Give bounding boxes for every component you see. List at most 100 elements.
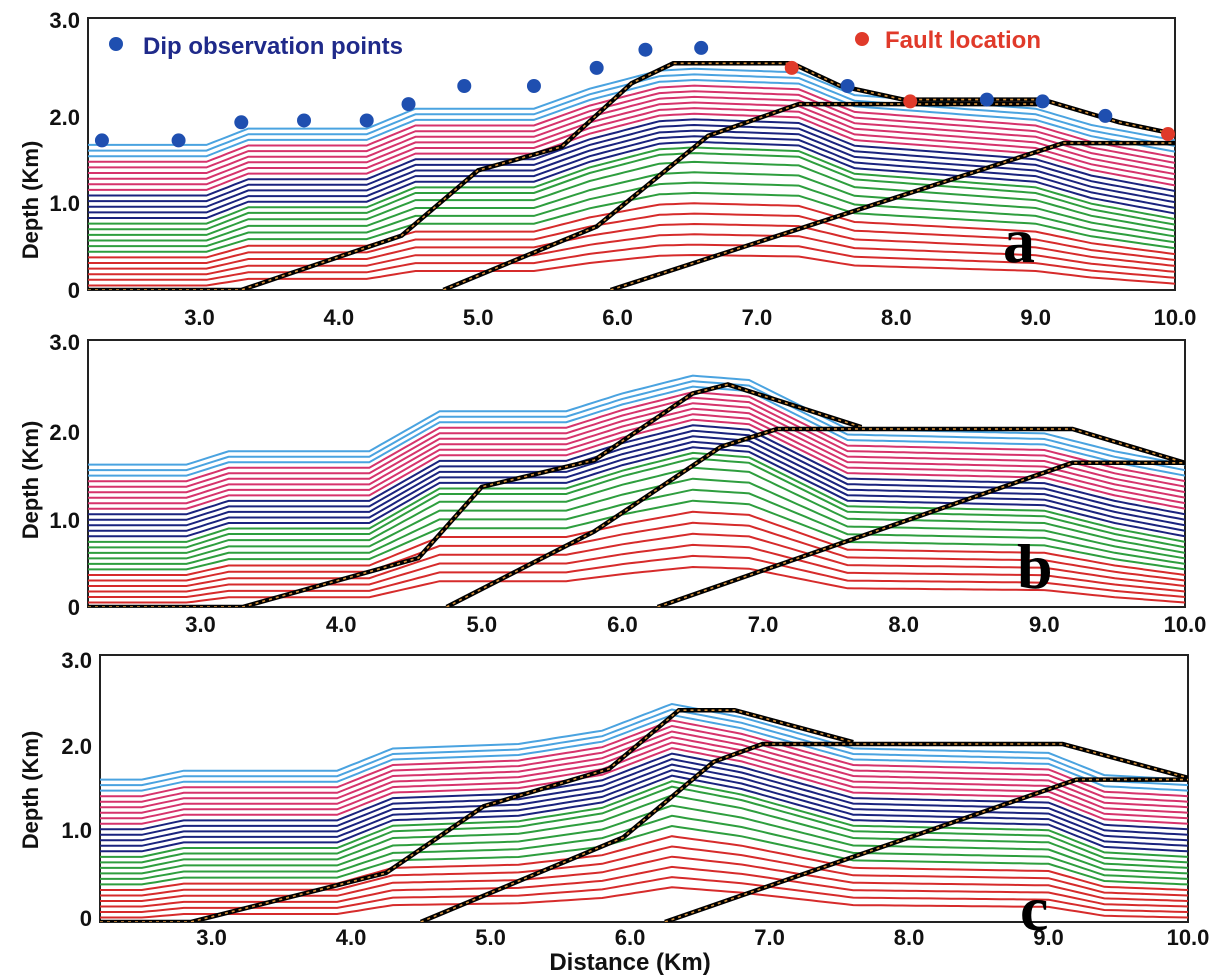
stratum-line	[88, 90, 1175, 169]
stratum-line	[100, 814, 1188, 880]
fault-trace	[656, 460, 1185, 607]
x-tick-label: 5.0	[466, 612, 497, 637]
y-tick-label: 3.0	[49, 330, 80, 355]
stratum-line	[88, 243, 1175, 281]
y-tick-label: 2.0	[49, 105, 80, 130]
dip-observation-point	[979, 92, 994, 107]
stratum-line	[100, 769, 1188, 847]
x-tick-label: 9.0	[1033, 925, 1064, 950]
x-tick-label: 7.0	[754, 925, 785, 950]
fault-legend-label: Fault location	[885, 27, 1041, 54]
stratum-line	[88, 152, 1175, 231]
stratum-line	[100, 865, 1188, 908]
x-tick-label: 6.0	[615, 925, 646, 950]
y-tick-label: 1.0	[49, 508, 80, 533]
strata-b	[88, 374, 1185, 607]
stratum-line	[88, 510, 1185, 576]
stratum-line	[88, 543, 1185, 593]
dip-observation-point	[297, 113, 312, 128]
x-tick-label: 9.0	[1029, 612, 1060, 637]
stratum-line	[88, 135, 1175, 214]
stratum-line	[100, 886, 1188, 919]
stratum-line	[88, 171, 1175, 242]
fault-trace-highlight	[420, 743, 1188, 922]
fault-trace-highlight	[88, 383, 862, 607]
x-tick-label: 10.0	[1167, 925, 1210, 950]
panel-letter-a: a	[1003, 205, 1035, 276]
x-tick-label: 4.0	[324, 305, 355, 330]
stratum-line	[100, 876, 1188, 913]
stratum-line	[100, 747, 1188, 825]
stratum-line	[88, 78, 1175, 158]
dip-legend-marker	[109, 37, 123, 51]
dip-observation-point	[234, 115, 249, 130]
x-tick-label: 8.0	[894, 925, 925, 950]
stratum-line	[88, 402, 1185, 494]
stratum-line	[100, 845, 1188, 897]
x-tick-label: 7.0	[742, 305, 773, 330]
panel-letter-c: c	[1020, 873, 1048, 944]
stratum-line	[88, 466, 1185, 554]
y-tick-label: 3.0	[49, 8, 80, 33]
fault-trace-highlight	[610, 142, 1175, 290]
fault-trace-highlight	[664, 778, 1188, 922]
x-tick-label: 6.0	[602, 305, 633, 330]
y-tick-label: 1.0	[49, 191, 80, 216]
stratum-line	[88, 222, 1175, 270]
stratum-line	[100, 780, 1188, 858]
stratum-line	[88, 146, 1175, 225]
dip-observation-point	[840, 79, 855, 93]
y-tick-label: 3.0	[61, 648, 92, 673]
stratum-line	[88, 112, 1175, 191]
stratum-line	[88, 396, 1185, 488]
stratum-line	[88, 101, 1175, 180]
x-tick-label: 3.0	[196, 925, 227, 950]
stratum-line	[88, 521, 1185, 582]
fault-trace-highlight	[443, 103, 1043, 290]
stratum-line	[100, 741, 1188, 820]
x-axis-label: Distance (Km)	[549, 949, 710, 976]
stratum-line	[100, 702, 1188, 781]
stratum-line	[88, 457, 1185, 549]
stratum-line	[88, 407, 1185, 499]
x-tick-label: 4.0	[336, 925, 367, 950]
stratum-line	[100, 774, 1188, 853]
stratum-line	[100, 794, 1188, 869]
stratum-line	[100, 804, 1188, 875]
dip-observation-point	[457, 79, 472, 93]
dip-observation-point	[589, 60, 604, 75]
stratum-line	[88, 107, 1175, 186]
y-tick-label: 2.0	[61, 734, 92, 759]
y-axis-label-c: Depth (Km)	[18, 731, 43, 850]
stratum-line	[88, 532, 1185, 587]
stratum-line	[88, 181, 1175, 248]
stratum-line	[88, 212, 1175, 264]
dip-observation-point	[1035, 94, 1050, 109]
dip-observation-point	[638, 42, 653, 57]
stratum-line	[88, 140, 1175, 219]
x-tick-label: 3.0	[185, 612, 216, 637]
panel-letter-b: b	[1017, 531, 1053, 602]
y-axis-label-a: Depth (Km)	[18, 141, 43, 260]
stratum-line	[88, 435, 1185, 527]
stratum-line	[88, 385, 1185, 477]
strata-a	[88, 61, 1175, 290]
dip-observation-point	[694, 40, 709, 55]
stratum-line	[100, 855, 1188, 902]
strata-c	[100, 702, 1188, 922]
x-tick-label: 6.0	[607, 612, 638, 637]
stratum-line	[88, 391, 1185, 483]
fault-trace	[445, 426, 1185, 607]
stratum-line	[88, 123, 1175, 203]
x-tick-label: 8.0	[888, 612, 919, 637]
stratum-line	[100, 824, 1188, 886]
stratum-line	[88, 118, 1175, 197]
stratum-line	[88, 424, 1185, 516]
y-axis-label-b: Depth (Km)	[18, 421, 43, 540]
y-tick-label: 0	[80, 906, 92, 931]
dip-observation-point	[1098, 108, 1113, 123]
dip-observation-point	[94, 133, 109, 148]
stratum-line	[88, 380, 1185, 472]
stratum-line	[88, 95, 1175, 174]
